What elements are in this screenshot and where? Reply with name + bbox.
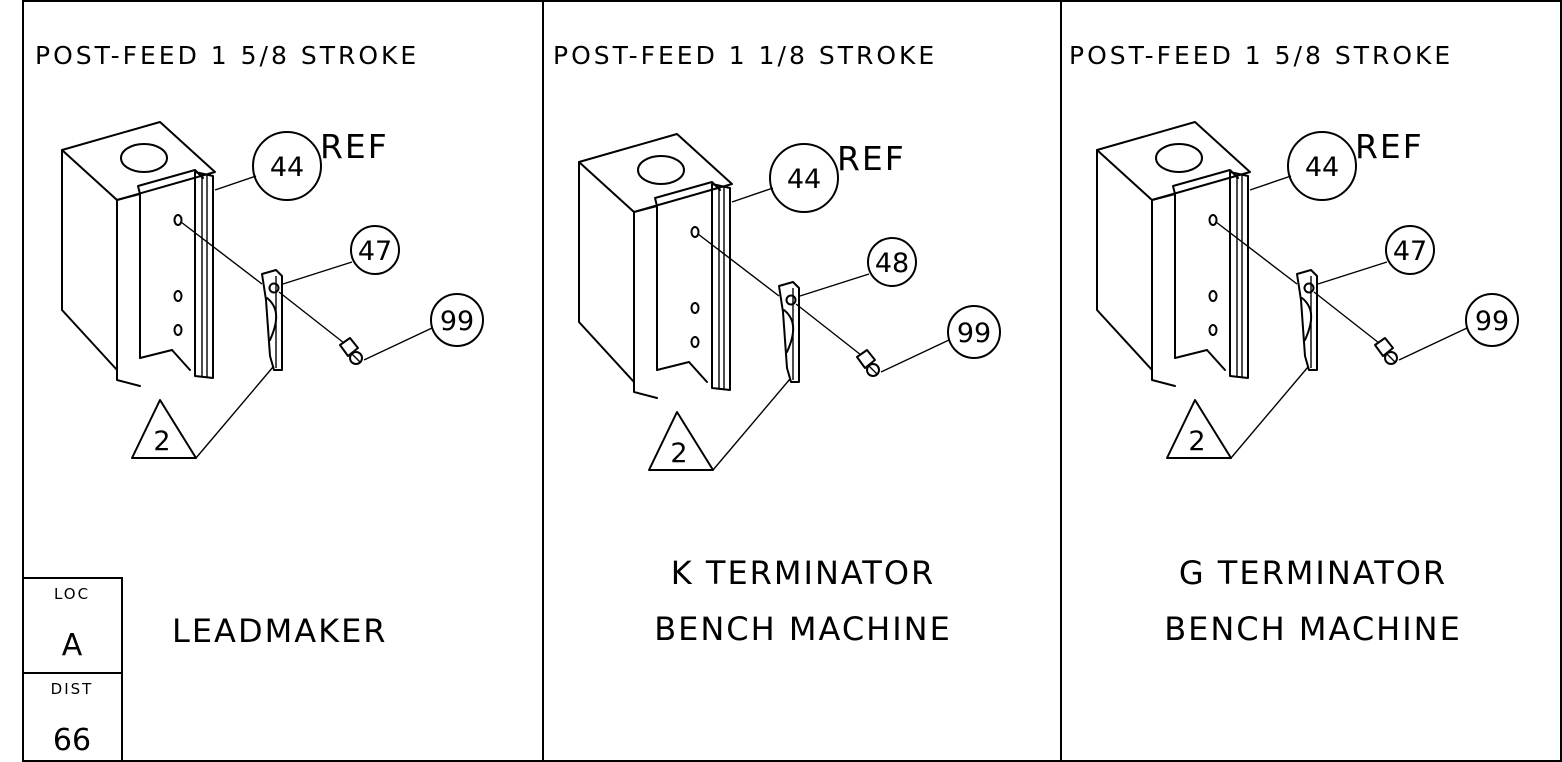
panel-title: POST-FEED 1 5/8 STROKE xyxy=(1069,41,1453,70)
balloon-screw: 99 xyxy=(440,306,474,337)
balloon-screw: 99 xyxy=(1475,306,1509,337)
panel-caption-line: BENCH MACHINE xyxy=(654,610,952,648)
panel-caption-line: G TERMINATOR xyxy=(1179,554,1447,592)
panel-caption-line: K TERMINATOR xyxy=(671,554,936,592)
loc-dist-box: LOC A DIST 66 xyxy=(22,577,123,762)
panel-caption-line: BENCH MACHINE xyxy=(1164,610,1462,648)
panel-leadmaker: POST-FEED 1 5/8 STROKE REF 44 47 99 2 LE… xyxy=(35,41,484,650)
panel-title: POST-FEED 1 5/8 STROKE xyxy=(35,41,419,70)
balloon-blade: 47 xyxy=(1393,236,1427,267)
ref-label: REF xyxy=(320,127,389,166)
panel-title: POST-FEED 1 1/8 STROKE xyxy=(553,41,937,70)
loc-value: A xyxy=(62,628,83,663)
note-number: 2 xyxy=(670,438,687,469)
ref-label: REF xyxy=(1355,127,1424,166)
panel-k-terminator: POST-FEED 1 1/8 STROKE REF 44 48 99 2 K … xyxy=(553,41,1001,648)
balloon-blade: 47 xyxy=(358,236,392,267)
dist-label: DIST xyxy=(51,680,94,698)
balloon-block: 44 xyxy=(270,152,304,183)
dist-value: 66 xyxy=(53,723,91,758)
balloon-blade: 48 xyxy=(875,248,909,279)
loc-label: LOC xyxy=(54,585,90,603)
balloon-screw: 99 xyxy=(957,318,991,349)
panel-g-terminator: POST-FEED 1 5/8 STROKE REF 44 47 99 2 G … xyxy=(1069,41,1519,648)
note-number: 2 xyxy=(1188,426,1205,457)
ref-label: REF xyxy=(837,139,906,178)
balloon-block: 44 xyxy=(1305,152,1339,183)
sheet-border xyxy=(22,0,1562,762)
balloon-block: 44 xyxy=(787,164,821,195)
panel-caption-line: LEADMAKER xyxy=(172,612,388,650)
note-number: 2 xyxy=(153,426,170,457)
